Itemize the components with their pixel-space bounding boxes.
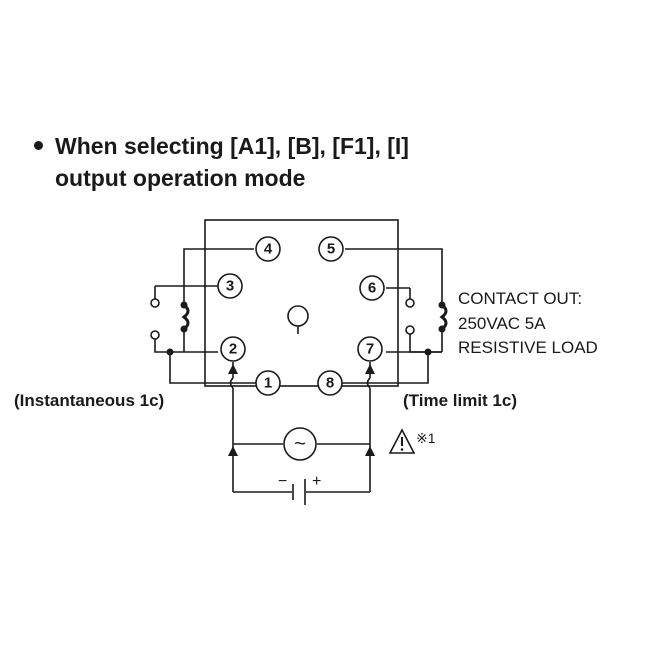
dc-minus: − — [278, 473, 287, 490]
socket-box — [204, 219, 399, 387]
dc-plus: + — [312, 473, 321, 490]
heading-line-2: output operation mode — [55, 165, 306, 191]
svg-text:1: 1 — [264, 375, 272, 392]
terminal-2: 2 — [220, 336, 246, 362]
heading: When selecting [A1], [B], [F1], [I] outp… — [34, 130, 409, 194]
svg-text:6: 6 — [368, 280, 376, 297]
terminal-3: 3 — [217, 273, 243, 299]
terminal-8: 8 — [317, 370, 343, 396]
terminal-7: 7 — [357, 336, 383, 362]
ac-source-icon: ~ — [283, 427, 317, 461]
note-mark: ※1 — [416, 430, 436, 446]
resistive-load-label: RESISTIVE LOAD — [458, 338, 598, 357]
svg-text:5: 5 — [327, 241, 335, 258]
terminals: 4 5 3 6 2 7 1 8 — [217, 236, 385, 396]
contact-out-label: CONTACT OUT: — [458, 289, 582, 308]
svg-text:4: 4 — [264, 241, 273, 258]
instantaneous-contact-wiring — [150, 248, 256, 384]
socket-key-icon — [287, 305, 309, 334]
power-wiring — [229, 362, 371, 493]
svg-text:2: 2 — [229, 341, 237, 358]
contact-rating-label: 250VAC 5A — [458, 314, 546, 333]
terminal-4: 4 — [255, 236, 281, 262]
heading-text-1: When selecting [A1], [B], [F1], [I] — [55, 133, 409, 159]
instantaneous-label: (Instantaneous 1c) — [14, 391, 164, 410]
svg-text:7: 7 — [366, 341, 374, 358]
terminal-1: 1 — [255, 370, 281, 396]
heading-line-1: When selecting [A1], [B], [F1], [I] — [34, 130, 409, 162]
time-limit-contact-wiring — [342, 248, 448, 384]
svg-text:3: 3 — [226, 278, 234, 295]
time-limit-label: (Time limit 1c) — [403, 391, 517, 410]
terminal-6: 6 — [359, 275, 385, 301]
warning-triangle-icon — [388, 428, 416, 454]
ac-symbol: ~ — [294, 433, 306, 455]
contact-dots — [166, 301, 446, 356]
bullet-icon — [34, 141, 43, 151]
arrowheads — [228, 364, 375, 456]
terminal-5: 5 — [318, 236, 344, 262]
svg-text:8: 8 — [326, 375, 334, 392]
dc-battery-icon — [292, 479, 306, 505]
